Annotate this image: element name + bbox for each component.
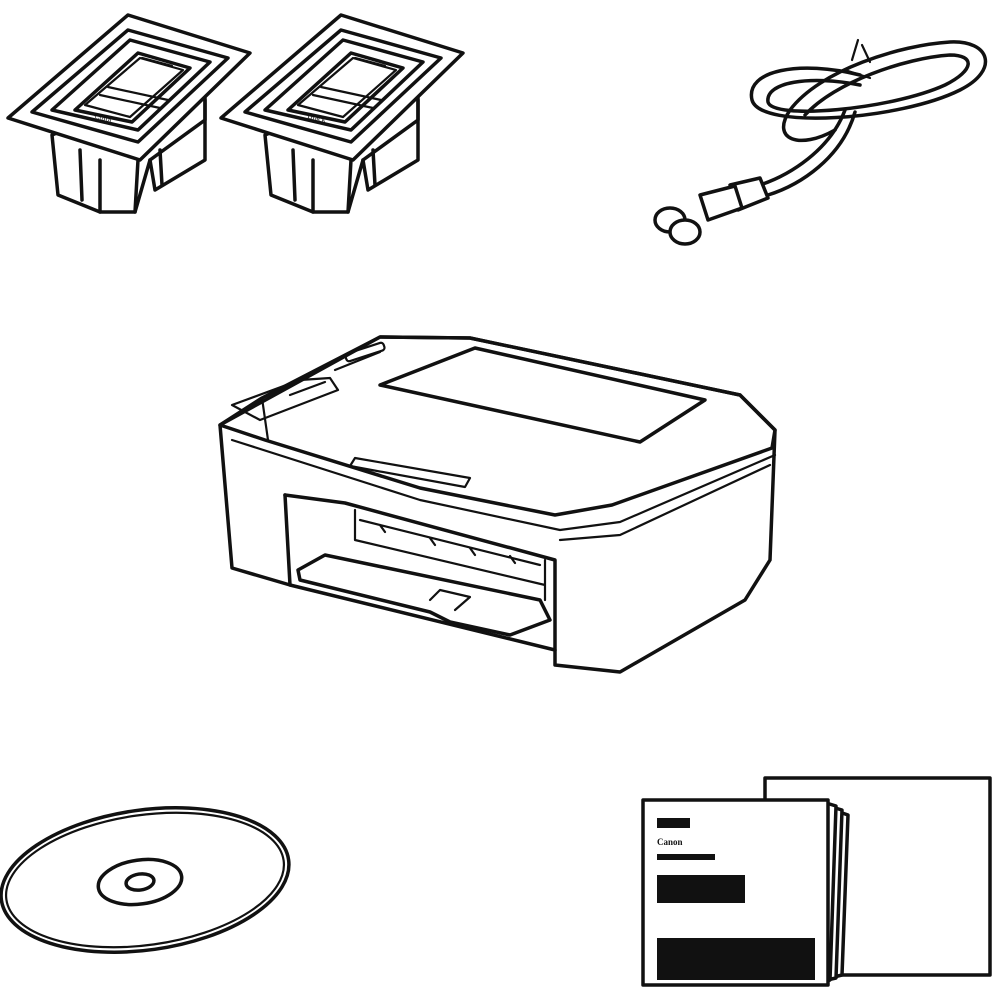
printer [218, 335, 777, 674]
ink-cartridge-color: Color [6, 13, 252, 214]
setup-cd [0, 806, 291, 954]
bottom-block [657, 938, 815, 980]
manuals: Canon [641, 776, 992, 987]
brand-text: Canon [657, 837, 683, 847]
ink-cartridge-black: Black [219, 13, 465, 214]
block-bar [657, 875, 745, 903]
title-bar [657, 818, 690, 828]
text-bar [657, 854, 715, 860]
cartridge-label-color: Color [94, 111, 114, 124]
cartridge-label-black: Black [307, 111, 327, 124]
power-cord [653, 38, 988, 246]
